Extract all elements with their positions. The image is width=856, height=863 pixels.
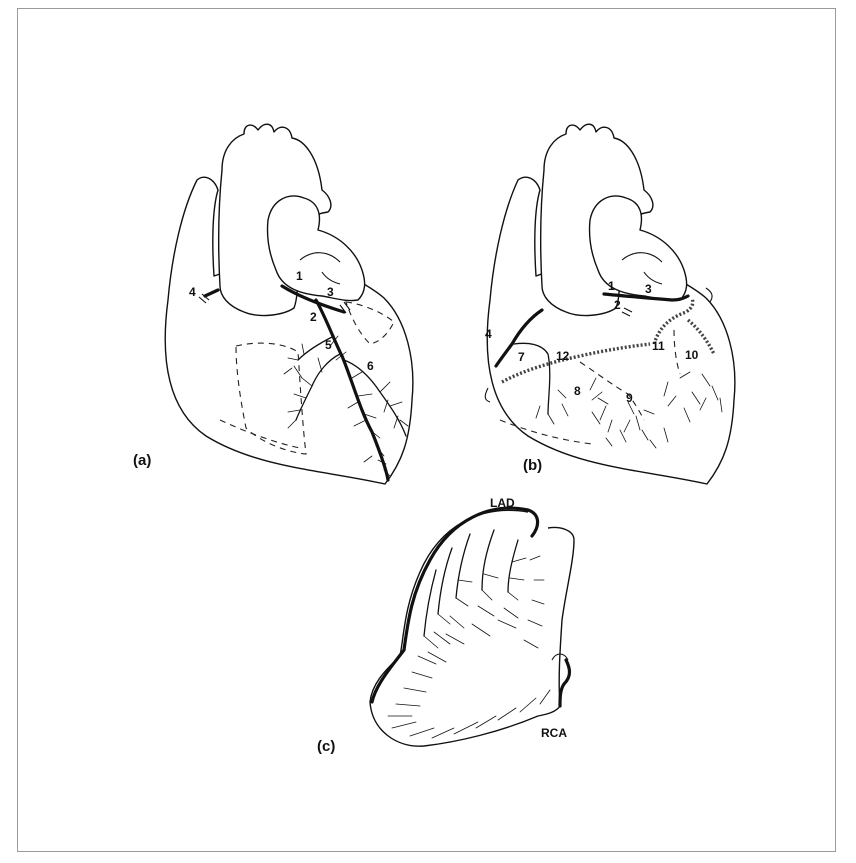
section-c-rca (560, 660, 570, 706)
heart-b (485, 124, 735, 484)
heart-a (165, 124, 413, 484)
b-number-4: 4 (485, 327, 492, 341)
panel-a-label: (a) (133, 452, 151, 469)
b-number-8: 8 (574, 384, 581, 398)
a-number-2: 2 (310, 310, 317, 324)
b-number-1: 1 (608, 279, 615, 293)
panel-b-label: (b) (523, 457, 542, 474)
myocardial-section-c (370, 508, 574, 746)
section-c-outline (370, 510, 574, 746)
b-number-11: 11 (652, 339, 665, 353)
a-number-1: 1 (296, 269, 303, 283)
b-number-3: 3 (645, 282, 652, 296)
b-number-9: 9 (626, 391, 633, 405)
b-number-7: 7 (518, 350, 525, 364)
a-number-4: 4 (189, 285, 196, 299)
rca-label: RCA (541, 726, 567, 740)
b-number-12: 12 (556, 349, 570, 363)
heart-b-arrow-left (485, 388, 490, 402)
b-number-2: 2 (614, 298, 621, 312)
lad-label: LAD (490, 496, 515, 510)
b-number-10: 10 (685, 348, 699, 362)
a-number-5: 5 (325, 338, 332, 352)
a-number-6: 6 (367, 359, 374, 373)
a-number-3: 3 (327, 285, 334, 299)
panel-c-label: (c) (317, 738, 335, 755)
